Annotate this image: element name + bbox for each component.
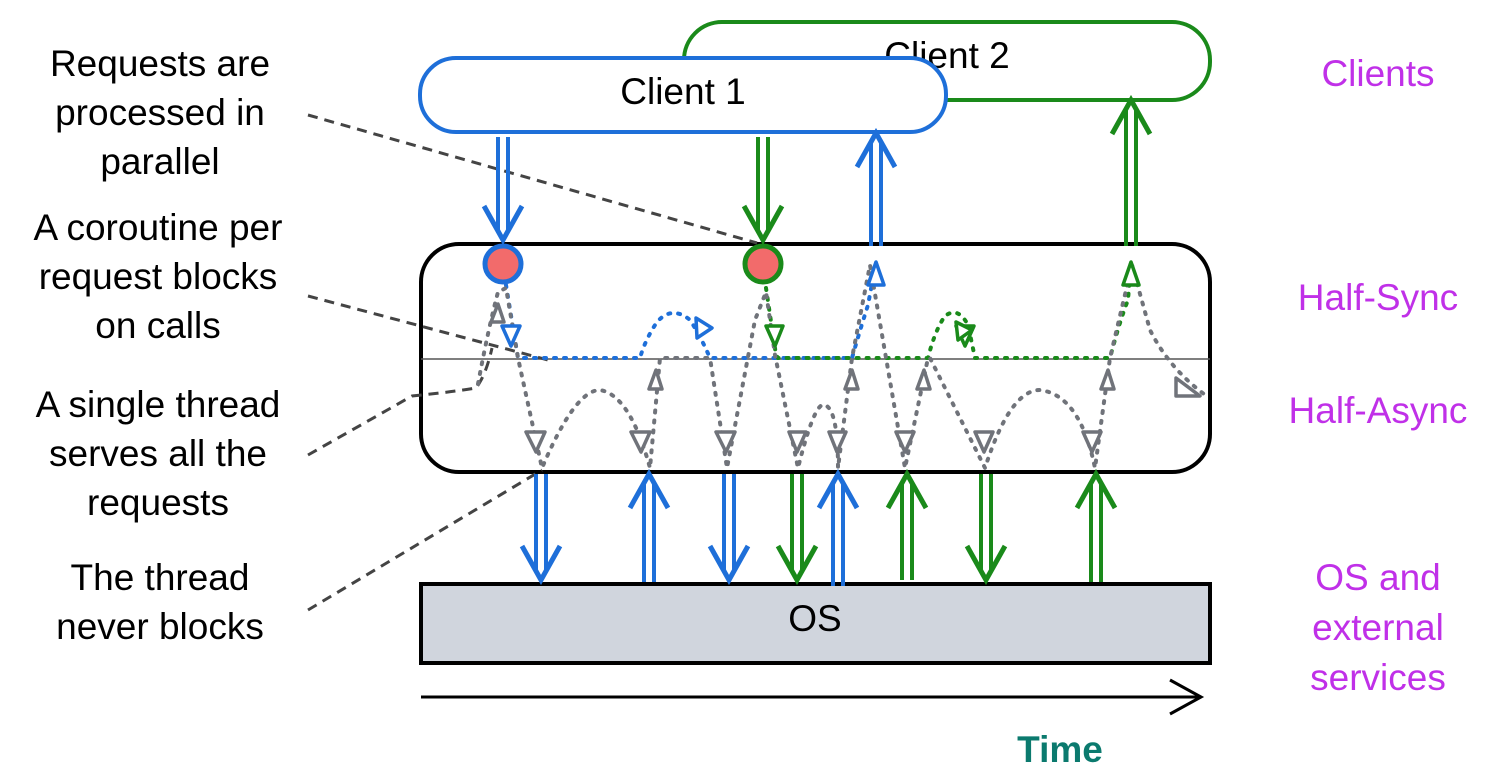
client-1-box: Client 1 bbox=[418, 56, 948, 134]
annotation-line: Requests are bbox=[50, 43, 270, 84]
leader-line-parallel bbox=[307, 113, 758, 245]
leader-line-never-blocks bbox=[307, 468, 543, 612]
request-arrow-client2 bbox=[775, 474, 819, 586]
arrow-head bbox=[627, 468, 671, 510]
leader-lines bbox=[307, 113, 758, 612]
arrow-head bbox=[741, 204, 785, 246]
arrow-head bbox=[481, 204, 525, 246]
response-arrow-client1 bbox=[627, 468, 671, 582]
request-arrow-client2 bbox=[964, 474, 1008, 586]
layer-label-half-async: Half-Async bbox=[1289, 390, 1468, 431]
coroutine-arrowhead-client1 bbox=[500, 324, 522, 348]
thread-arrowhead bbox=[843, 368, 860, 391]
annotation-line: A single thread bbox=[36, 384, 281, 425]
request-arrow-client1 bbox=[707, 474, 751, 586]
coroutine-arrowhead-client2 bbox=[764, 324, 785, 348]
response-arrow-client1 bbox=[854, 127, 898, 246]
thread-arrowhead bbox=[489, 302, 506, 324]
annotation-parallel: Requests are processed in parallel bbox=[50, 43, 270, 182]
coroutine-paths bbox=[504, 260, 1133, 360]
arrow-head bbox=[964, 544, 1008, 586]
os-label: OS bbox=[788, 598, 841, 639]
layer-label-clients: Clients bbox=[1321, 53, 1434, 94]
response-arrow-client2 bbox=[885, 468, 929, 580]
time-label: Time bbox=[1017, 729, 1103, 770]
request-arrow-client1 bbox=[481, 137, 525, 246]
request-arrow-client1 bbox=[519, 474, 563, 586]
client-1-label: Client 1 bbox=[620, 71, 745, 112]
event-loop-thread-path bbox=[476, 264, 1210, 475]
coroutine-arrowhead-client2 bbox=[954, 320, 974, 342]
response-arrow-client2 bbox=[1074, 468, 1118, 582]
arrow-head bbox=[1109, 94, 1153, 136]
annotations: Requests are processed in parallel A corou… bbox=[34, 43, 283, 647]
arrow-head bbox=[816, 468, 860, 510]
arrow-head bbox=[854, 127, 898, 169]
leader-line-coroutine bbox=[307, 294, 549, 362]
annotation-line: on calls bbox=[95, 305, 220, 346]
request-node-client1 bbox=[482, 243, 524, 285]
arrow-head bbox=[885, 468, 929, 510]
thread-arrowhead bbox=[629, 430, 652, 454]
thread-arrowhead bbox=[647, 368, 664, 391]
thread-arrowheads bbox=[489, 302, 1202, 454]
thread-arrowhead bbox=[915, 368, 932, 391]
annotation-single-thread: A single thread serves all the requests bbox=[36, 384, 281, 523]
thread-arrowhead bbox=[827, 430, 848, 454]
coroutine-arrowhead-client1 bbox=[866, 260, 886, 287]
thread-arrowhead bbox=[973, 430, 995, 454]
layer-label-half-sync: Half-Sync bbox=[1298, 277, 1458, 318]
annotation-line: parallel bbox=[100, 141, 219, 182]
thread-arrowhead bbox=[1099, 368, 1116, 391]
response-arrow-client1 bbox=[816, 468, 860, 586]
leader-line-single-thread bbox=[307, 347, 494, 457]
annotation-never-blocks: The thread never blocks bbox=[56, 557, 264, 647]
coroutine-arrowhead-client1 bbox=[694, 316, 714, 340]
request-node-client2 bbox=[742, 243, 784, 285]
coroutine-direction-marks bbox=[694, 316, 974, 342]
half-sync-half-async-box bbox=[419, 242, 1212, 474]
thread-arrowhead bbox=[894, 430, 916, 454]
arrow-head bbox=[707, 544, 751, 586]
annotation-line: The thread bbox=[71, 557, 250, 598]
coroutine-path-client2 bbox=[764, 260, 1133, 360]
os-box: OS bbox=[419, 582, 1212, 665]
annotation-line: A coroutine per bbox=[34, 207, 283, 248]
thread-arrowhead bbox=[714, 430, 737, 454]
layer-label-os-line: OS and bbox=[1315, 557, 1440, 598]
thread-arrowhead bbox=[787, 430, 808, 454]
arrow-head bbox=[519, 544, 563, 586]
layer-label-os: OS and external services bbox=[1310, 557, 1446, 698]
time-axis bbox=[421, 678, 1205, 716]
thread-arrowhead bbox=[1174, 376, 1202, 398]
arrow-head bbox=[775, 544, 819, 586]
request-arrow-client2 bbox=[741, 137, 785, 246]
annotation-line: request blocks bbox=[39, 256, 278, 297]
arrow-head bbox=[1074, 468, 1118, 510]
thread-arrowhead bbox=[1081, 430, 1103, 454]
coroutine-arrowheads bbox=[500, 260, 1141, 348]
annotation-line: serves all the bbox=[49, 433, 267, 474]
annotation-line: requests bbox=[87, 482, 229, 523]
annotation-line: processed in bbox=[55, 92, 265, 133]
layer-label-os-line: external bbox=[1312, 607, 1444, 648]
layer-label-os-line: services bbox=[1310, 657, 1446, 698]
coroutine-arrowhead-client2 bbox=[1121, 260, 1141, 287]
annotation-coroutine: A coroutine per request blocks on calls bbox=[34, 207, 283, 346]
annotation-line: never blocks bbox=[56, 606, 264, 647]
response-arrow-client2 bbox=[1109, 94, 1153, 246]
thread-arrowhead bbox=[524, 430, 547, 454]
double-arrows bbox=[481, 94, 1153, 586]
coroutine-path-client1 bbox=[504, 260, 878, 360]
